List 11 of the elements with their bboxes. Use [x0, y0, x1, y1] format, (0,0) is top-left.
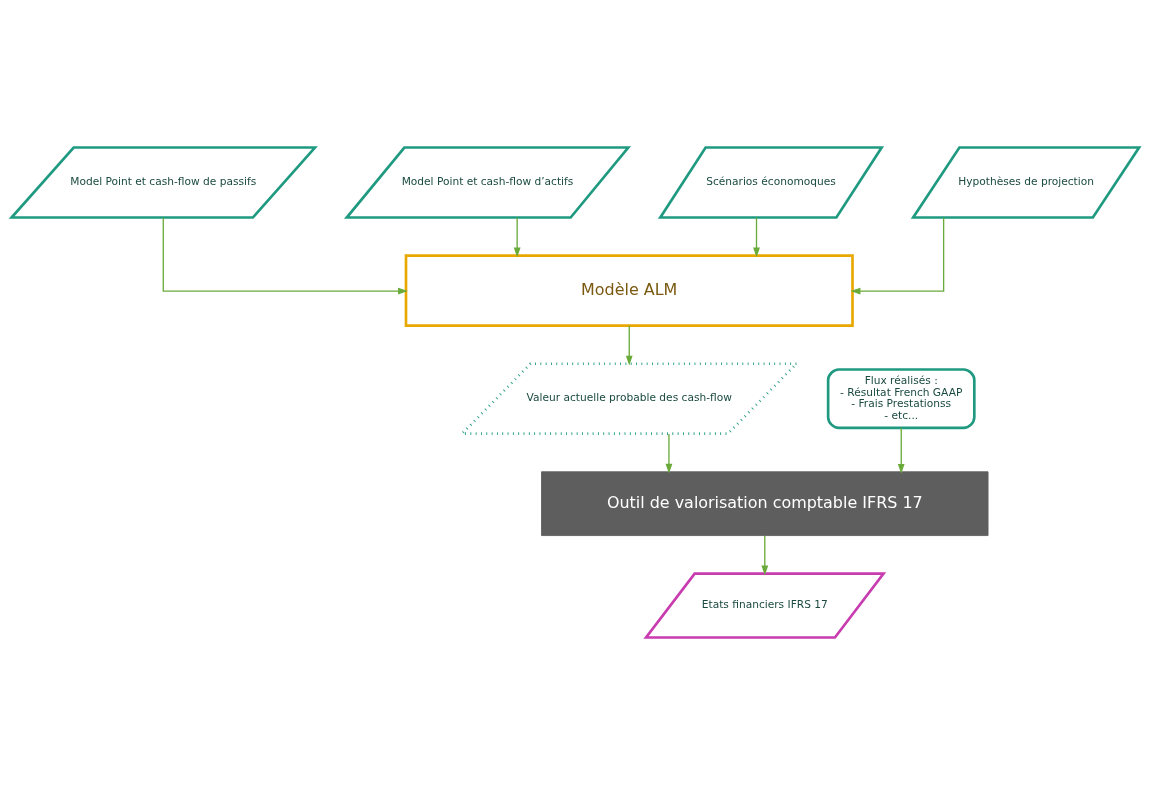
node-box: Modèle ALM [404, 254, 854, 327]
node-box: Outil de valorisation comptable IFRS 17 [541, 471, 989, 537]
arrow [897, 427, 905, 474]
arrow [513, 216, 521, 258]
arrow [162, 217, 408, 295]
arrow [753, 216, 760, 258]
arrow [625, 325, 633, 366]
arrow [850, 217, 945, 295]
arrow [665, 433, 673, 474]
node-box: Flux réalisés : - Résultat French GAAP - Frais Prestationss - etc... [826, 368, 976, 430]
arrow [761, 534, 769, 576]
